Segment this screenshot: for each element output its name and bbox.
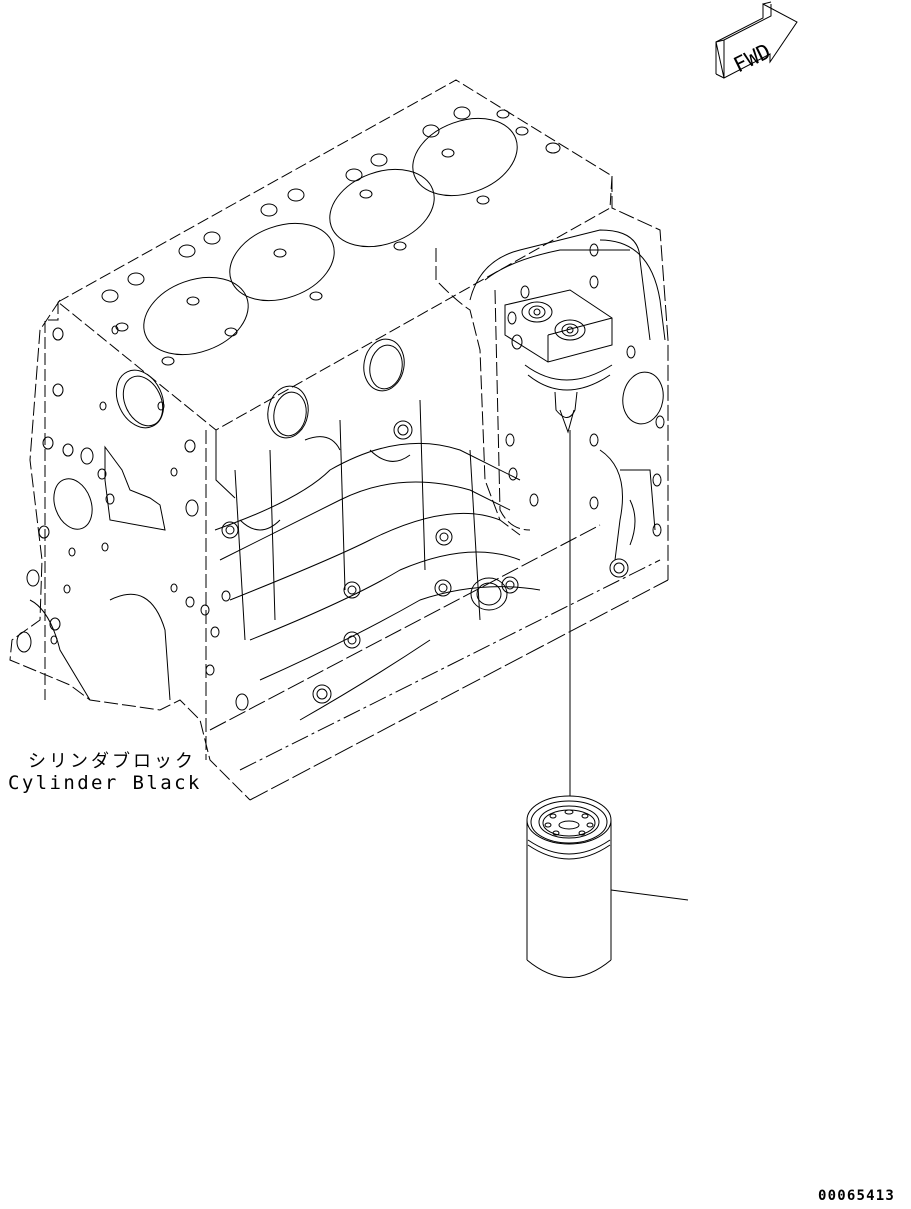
- cylinder-block-label-en: Cylinder Black: [8, 772, 202, 794]
- filter-leader-line: [611, 890, 688, 900]
- drawing-number: 00065413: [818, 1188, 896, 1204]
- oil-filter-cartridge: [527, 796, 611, 978]
- cylinder-block-label-jp: シリンダブロック: [28, 751, 196, 772]
- cylinder-block: [10, 80, 668, 800]
- fwd-arrow-icon: FWD: [716, 2, 797, 78]
